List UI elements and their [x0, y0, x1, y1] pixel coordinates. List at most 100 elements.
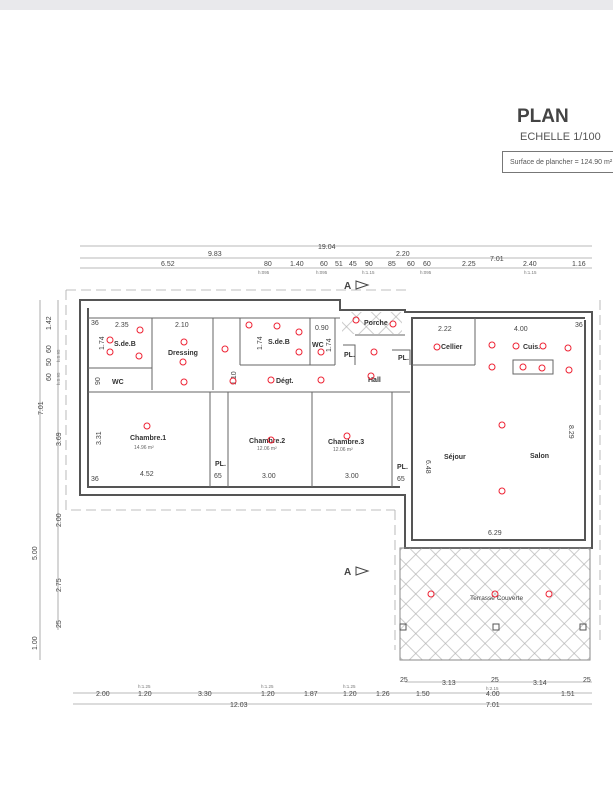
- dim: 1.20: [138, 691, 152, 698]
- dim-height: h:095: [420, 270, 432, 275]
- dim: 60: [46, 373, 53, 381]
- dim: 1.74: [257, 336, 264, 350]
- dim: 3.31: [96, 431, 103, 445]
- dim: 25: [583, 677, 591, 684]
- section-marker-bottom: A: [344, 567, 351, 578]
- area-chambre2: 12.06 m²: [257, 446, 277, 452]
- walls: [79, 299, 593, 549]
- dim: 0.90: [315, 325, 329, 332]
- dim: 45: [349, 261, 357, 268]
- dim: 80: [264, 261, 272, 268]
- bottom-dimensions: 2.00 1.20 3.30 1.20 1.87 1.20 1.26 1.50 …: [73, 677, 592, 709]
- area-chambre1: 14.96 m²: [134, 445, 154, 451]
- room-dressing: Dressing: [168, 350, 198, 357]
- left-dimensions: 7.01 5.00 1.00 1.42 60 50 60 3.69 2.00 2…: [32, 300, 63, 660]
- top-dimensions: 19.04 9.83 2.20 7.01 6.52 80 1.40 60 51 …: [80, 244, 592, 275]
- dim-height: h:0.95: [56, 372, 61, 385]
- dim: 60: [407, 261, 415, 268]
- room-cuis: Cuis.: [523, 344, 540, 351]
- dim: 2.40: [523, 261, 537, 268]
- dim: 6.29: [488, 530, 502, 537]
- room-degt: Dégt.: [276, 378, 294, 385]
- dim-height: h:0.95: [56, 349, 61, 362]
- dim: 25: [400, 677, 408, 684]
- dim: 2.00: [96, 691, 110, 698]
- terrace-area: [399, 547, 591, 661]
- dim: 4.00: [514, 326, 528, 333]
- dim: 1.50: [416, 691, 430, 698]
- dim: 90: [365, 261, 373, 268]
- dim: 51: [335, 261, 343, 268]
- dim-height: h:1.25: [261, 684, 274, 689]
- dim-height: h:1.25: [138, 684, 151, 689]
- dim: 4.52: [140, 471, 154, 478]
- dim: 2.20: [396, 251, 410, 258]
- dim: 36: [91, 320, 99, 327]
- dim: 1.87: [304, 691, 318, 698]
- dim: 60: [320, 261, 328, 268]
- dim: 3.14: [533, 680, 547, 687]
- room-pl: PL.: [398, 355, 409, 362]
- room-cellier: Cellier: [441, 344, 463, 351]
- dim: 2.75: [56, 578, 63, 592]
- dim: 8.29: [567, 425, 574, 439]
- dim-height: h:1.25: [343, 684, 356, 689]
- dim: 1.20: [343, 691, 357, 698]
- dim: 3.69: [56, 432, 63, 446]
- post: [399, 623, 407, 631]
- dim: 6.48: [424, 460, 431, 474]
- top-bar: [0, 0, 613, 10]
- dim: 1.51: [561, 691, 575, 698]
- dim-height: h:2.15: [486, 686, 499, 691]
- room-porche: Porche: [364, 320, 388, 327]
- surface-box: Surface de plancher = 124.90 m²: [502, 151, 613, 173]
- dim: 2.22: [438, 326, 452, 333]
- dim: 60: [46, 345, 53, 353]
- dim: 1.16: [572, 261, 586, 268]
- dim: 1.42: [46, 316, 53, 330]
- room-sejour: Séjour: [444, 454, 466, 461]
- dim: 1.40: [290, 261, 304, 268]
- area-chambre3: 12.06 m²: [333, 447, 353, 453]
- section-arrow-icon: [355, 280, 370, 290]
- dim: 2.10: [175, 322, 189, 329]
- dim: 12.03: [230, 702, 248, 709]
- room-sdb1: S.de.B: [114, 341, 136, 348]
- dim: 25: [491, 677, 499, 684]
- room-hall: Hall: [368, 377, 381, 384]
- room-chambre2: Chambre.2: [249, 438, 285, 445]
- room-chambre1: Chambre.1: [130, 435, 166, 442]
- dim: 65: [214, 473, 222, 480]
- post: [579, 623, 587, 631]
- dim-height: h:095: [316, 270, 328, 275]
- inner-dimensions: 2.35 2.10 0.90 2.22 4.00 6.29 4.52 65 3.…: [91, 320, 583, 537]
- dim: 2.25: [462, 261, 476, 268]
- room-pl: PL.: [344, 352, 355, 359]
- dim: 1.74: [326, 338, 333, 352]
- dim: 90: [95, 377, 102, 385]
- room-wc2: WC: [312, 342, 324, 349]
- plan-title: PLAN: [517, 106, 569, 127]
- dim: 50: [46, 358, 53, 366]
- dim-height: h:1.15: [524, 270, 537, 275]
- dim: 7.01: [490, 256, 504, 263]
- room-terrasse: Terrasse Couverte: [470, 595, 523, 602]
- dim-height: h:095: [258, 270, 270, 275]
- section-arrow-icon: [355, 566, 370, 576]
- dim: 25: [56, 620, 63, 628]
- dim: 6.52: [161, 261, 175, 268]
- dim: 1.74: [99, 336, 106, 350]
- dim: 3.13: [442, 680, 456, 687]
- dim: 5.00: [32, 546, 39, 560]
- dim: 36: [91, 476, 99, 483]
- dim: 3.00: [262, 473, 276, 480]
- dim: 2.00: [56, 513, 63, 527]
- dim: 7.01: [38, 401, 45, 415]
- dim: 1.26: [376, 691, 390, 698]
- room-labels: S.de.B WC Dressing S.de.B WC Porche Hall…: [112, 320, 549, 602]
- dim: 1.00: [32, 636, 39, 650]
- room-pl: PL.: [397, 464, 408, 471]
- room-salon: Salon: [530, 453, 549, 460]
- room-wc1: WC: [112, 379, 124, 386]
- section-marker-top: A: [344, 281, 351, 292]
